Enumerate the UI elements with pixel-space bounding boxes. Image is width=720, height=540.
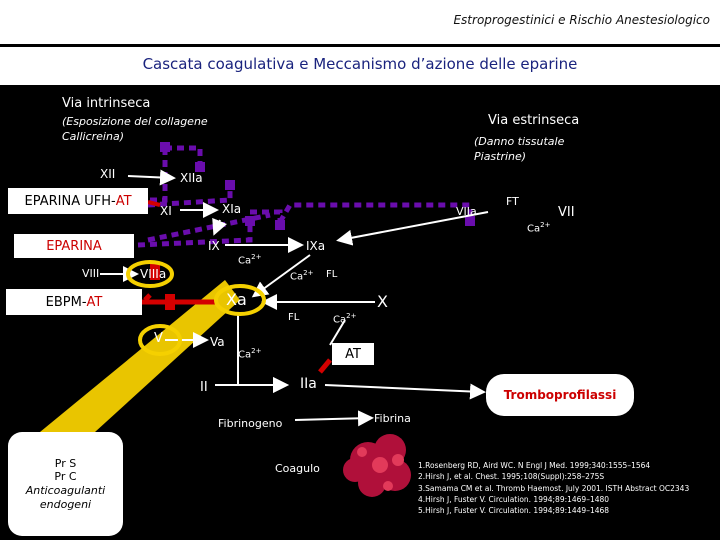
ufh-heparin-box: EPARINA UFH-AT bbox=[8, 188, 148, 214]
reference-item: 4.Hirsh J, Fuster V. Circulation. 1994;8… bbox=[418, 494, 610, 504]
ufh-label: EPARINA UFH- bbox=[24, 193, 116, 209]
lmwh-box: EBPM-AT bbox=[6, 289, 142, 315]
factor-iia: IIa bbox=[300, 376, 317, 392]
calcium-label-2: Ca2+ bbox=[238, 253, 262, 267]
arrow-at-iia bbox=[318, 358, 332, 374]
phospholipid-label-2: FL bbox=[288, 312, 300, 323]
clot-label: Coagulo bbox=[275, 462, 320, 475]
ebpm-inhibition-arrows bbox=[142, 293, 215, 305]
heparin-box: EPARINA bbox=[14, 234, 134, 258]
fibrinogen-label: Fibrinogeno bbox=[218, 417, 283, 430]
references-list: 1.Rosenberg RD, Aird WC. N Engl J Med. 1… bbox=[418, 460, 689, 516]
heparin-inhibition-paths bbox=[137, 145, 473, 248]
factor-viia: VIIa bbox=[456, 205, 477, 218]
ring-v bbox=[138, 324, 182, 356]
factor-ii: II bbox=[200, 380, 208, 395]
inhibitor-wedge bbox=[40, 280, 240, 432]
red-marker-viiia bbox=[150, 262, 160, 280]
endogenous-label: endogeni bbox=[39, 497, 92, 511]
reference-item: 2.Hirsh J, et al. Chest. 1995;108(Suppl)… bbox=[418, 472, 605, 482]
header-banner bbox=[0, 0, 720, 44]
red-marker-xa bbox=[165, 294, 175, 310]
thromboprophylaxis-box: Tromboprofilassi bbox=[486, 374, 634, 416]
factor-ixa: IXa bbox=[306, 239, 326, 253]
factor-viiia: VIIIa bbox=[140, 267, 167, 281]
factor-xiia: XIIa bbox=[180, 171, 203, 185]
calcium-label-1: Ca2+ bbox=[527, 221, 551, 235]
reference-item: 3.Samama CM et al. Thromb Haemost. July … bbox=[418, 483, 690, 493]
ufh-at-label: AT bbox=[115, 193, 132, 209]
arrow-viia-ixa bbox=[336, 211, 489, 246]
intrinsic-note-1: (Esposizione del collagene bbox=[62, 115, 208, 128]
clot-image bbox=[343, 434, 411, 497]
fibrin-label: Fibrina bbox=[374, 412, 411, 425]
factor-v: V bbox=[154, 331, 163, 346]
extrinsic-note-2: Piastrine) bbox=[474, 150, 527, 163]
intrinsic-note-2: Callicreina) bbox=[62, 130, 124, 143]
phospholipid-label-1: FL bbox=[326, 269, 338, 280]
protein-c-label: Pr C bbox=[54, 470, 77, 484]
factor-xii: XII bbox=[100, 167, 116, 181]
extrinsic-pathway-label: Via estrinseca bbox=[488, 113, 580, 128]
factor-xia: XIa bbox=[222, 202, 242, 216]
factor-viii: VIII bbox=[82, 267, 100, 280]
ring-xa bbox=[214, 284, 266, 316]
presentation-subtitle: Estroprogestinici e Rischio Anestesiolog… bbox=[453, 13, 710, 27]
factor-vii: VII bbox=[558, 205, 575, 220]
anticoagulants-label: Anticoagulanti bbox=[25, 484, 106, 497]
antithrombin-box: AT bbox=[332, 343, 374, 365]
factor-x: X bbox=[377, 292, 388, 311]
slide-title: Cascata coagulativa e Meccanismo d’azion… bbox=[142, 55, 578, 73]
ring-viiia bbox=[126, 260, 174, 288]
factor-va: Va bbox=[210, 335, 225, 349]
arrow-iia-tromboprofilassi bbox=[324, 383, 486, 400]
intrinsic-pathway-label: Via intrinseca bbox=[62, 96, 151, 111]
title-banner bbox=[0, 47, 720, 85]
ebpm-at-label: AT bbox=[86, 294, 103, 310]
calcium-label-5: Ca2+ bbox=[238, 347, 262, 361]
endogenous-anticoagulants-box: Pr S Pr C Anticoagulanti endogeni bbox=[8, 432, 123, 536]
factor-xa: Xa bbox=[226, 290, 247, 309]
arrow-fibrinogeno-fibrina bbox=[294, 410, 374, 427]
reference-item: 1.Rosenberg RD, Aird WC. N Engl J Med. 1… bbox=[418, 461, 651, 470]
arrow-xii-xiia bbox=[127, 169, 176, 186]
factor-ix: IX bbox=[208, 239, 220, 253]
ebpm-label: EBPM- bbox=[45, 294, 87, 310]
purple-markers bbox=[160, 142, 475, 230]
arrow-ixa-xa bbox=[251, 254, 311, 298]
arrow-xia-ix bbox=[212, 217, 227, 236]
reference-item: 5.Hirsh J, Fuster V. Circulation. 1994;8… bbox=[418, 506, 610, 515]
calcium-label-4: Ca2+ bbox=[333, 312, 357, 326]
arrow-xa-down bbox=[329, 319, 346, 346]
factor-ft: FT bbox=[506, 195, 519, 208]
calcium-label-3: Ca2+ bbox=[290, 269, 314, 283]
extrinsic-note-1: (Danno tissutale bbox=[474, 135, 565, 148]
protein-s-label: Pr S bbox=[54, 456, 77, 470]
factor-xi: XI bbox=[160, 204, 172, 218]
